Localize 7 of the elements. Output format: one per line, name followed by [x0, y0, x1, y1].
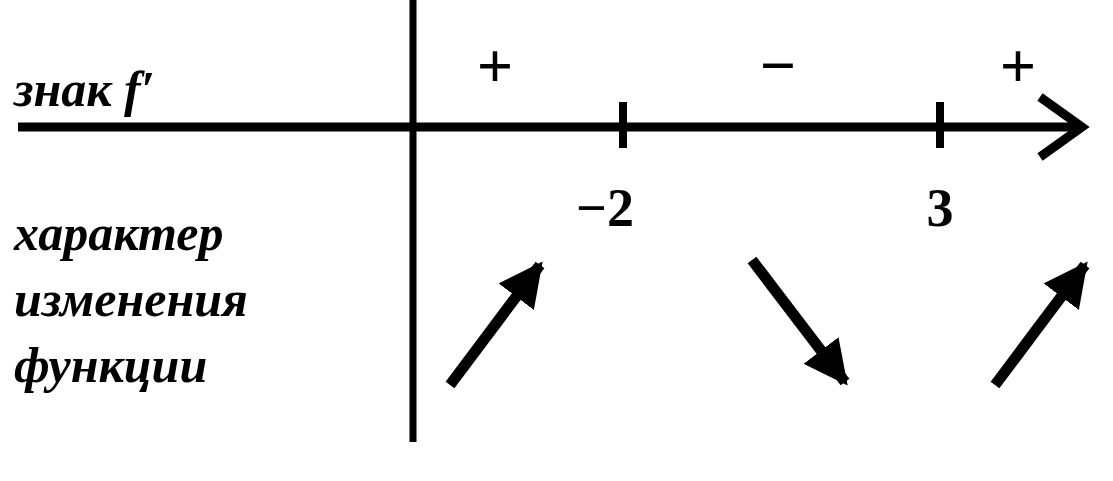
- sign-label: +: [475, 29, 515, 103]
- sign-label: +: [998, 29, 1038, 103]
- tick-label: −2: [575, 177, 635, 240]
- row-heading: характер изменения функции: [14, 204, 249, 395]
- tick-label: 3: [925, 177, 955, 240]
- row-heading: знак f′: [14, 60, 155, 119]
- sign-label: −: [758, 29, 798, 103]
